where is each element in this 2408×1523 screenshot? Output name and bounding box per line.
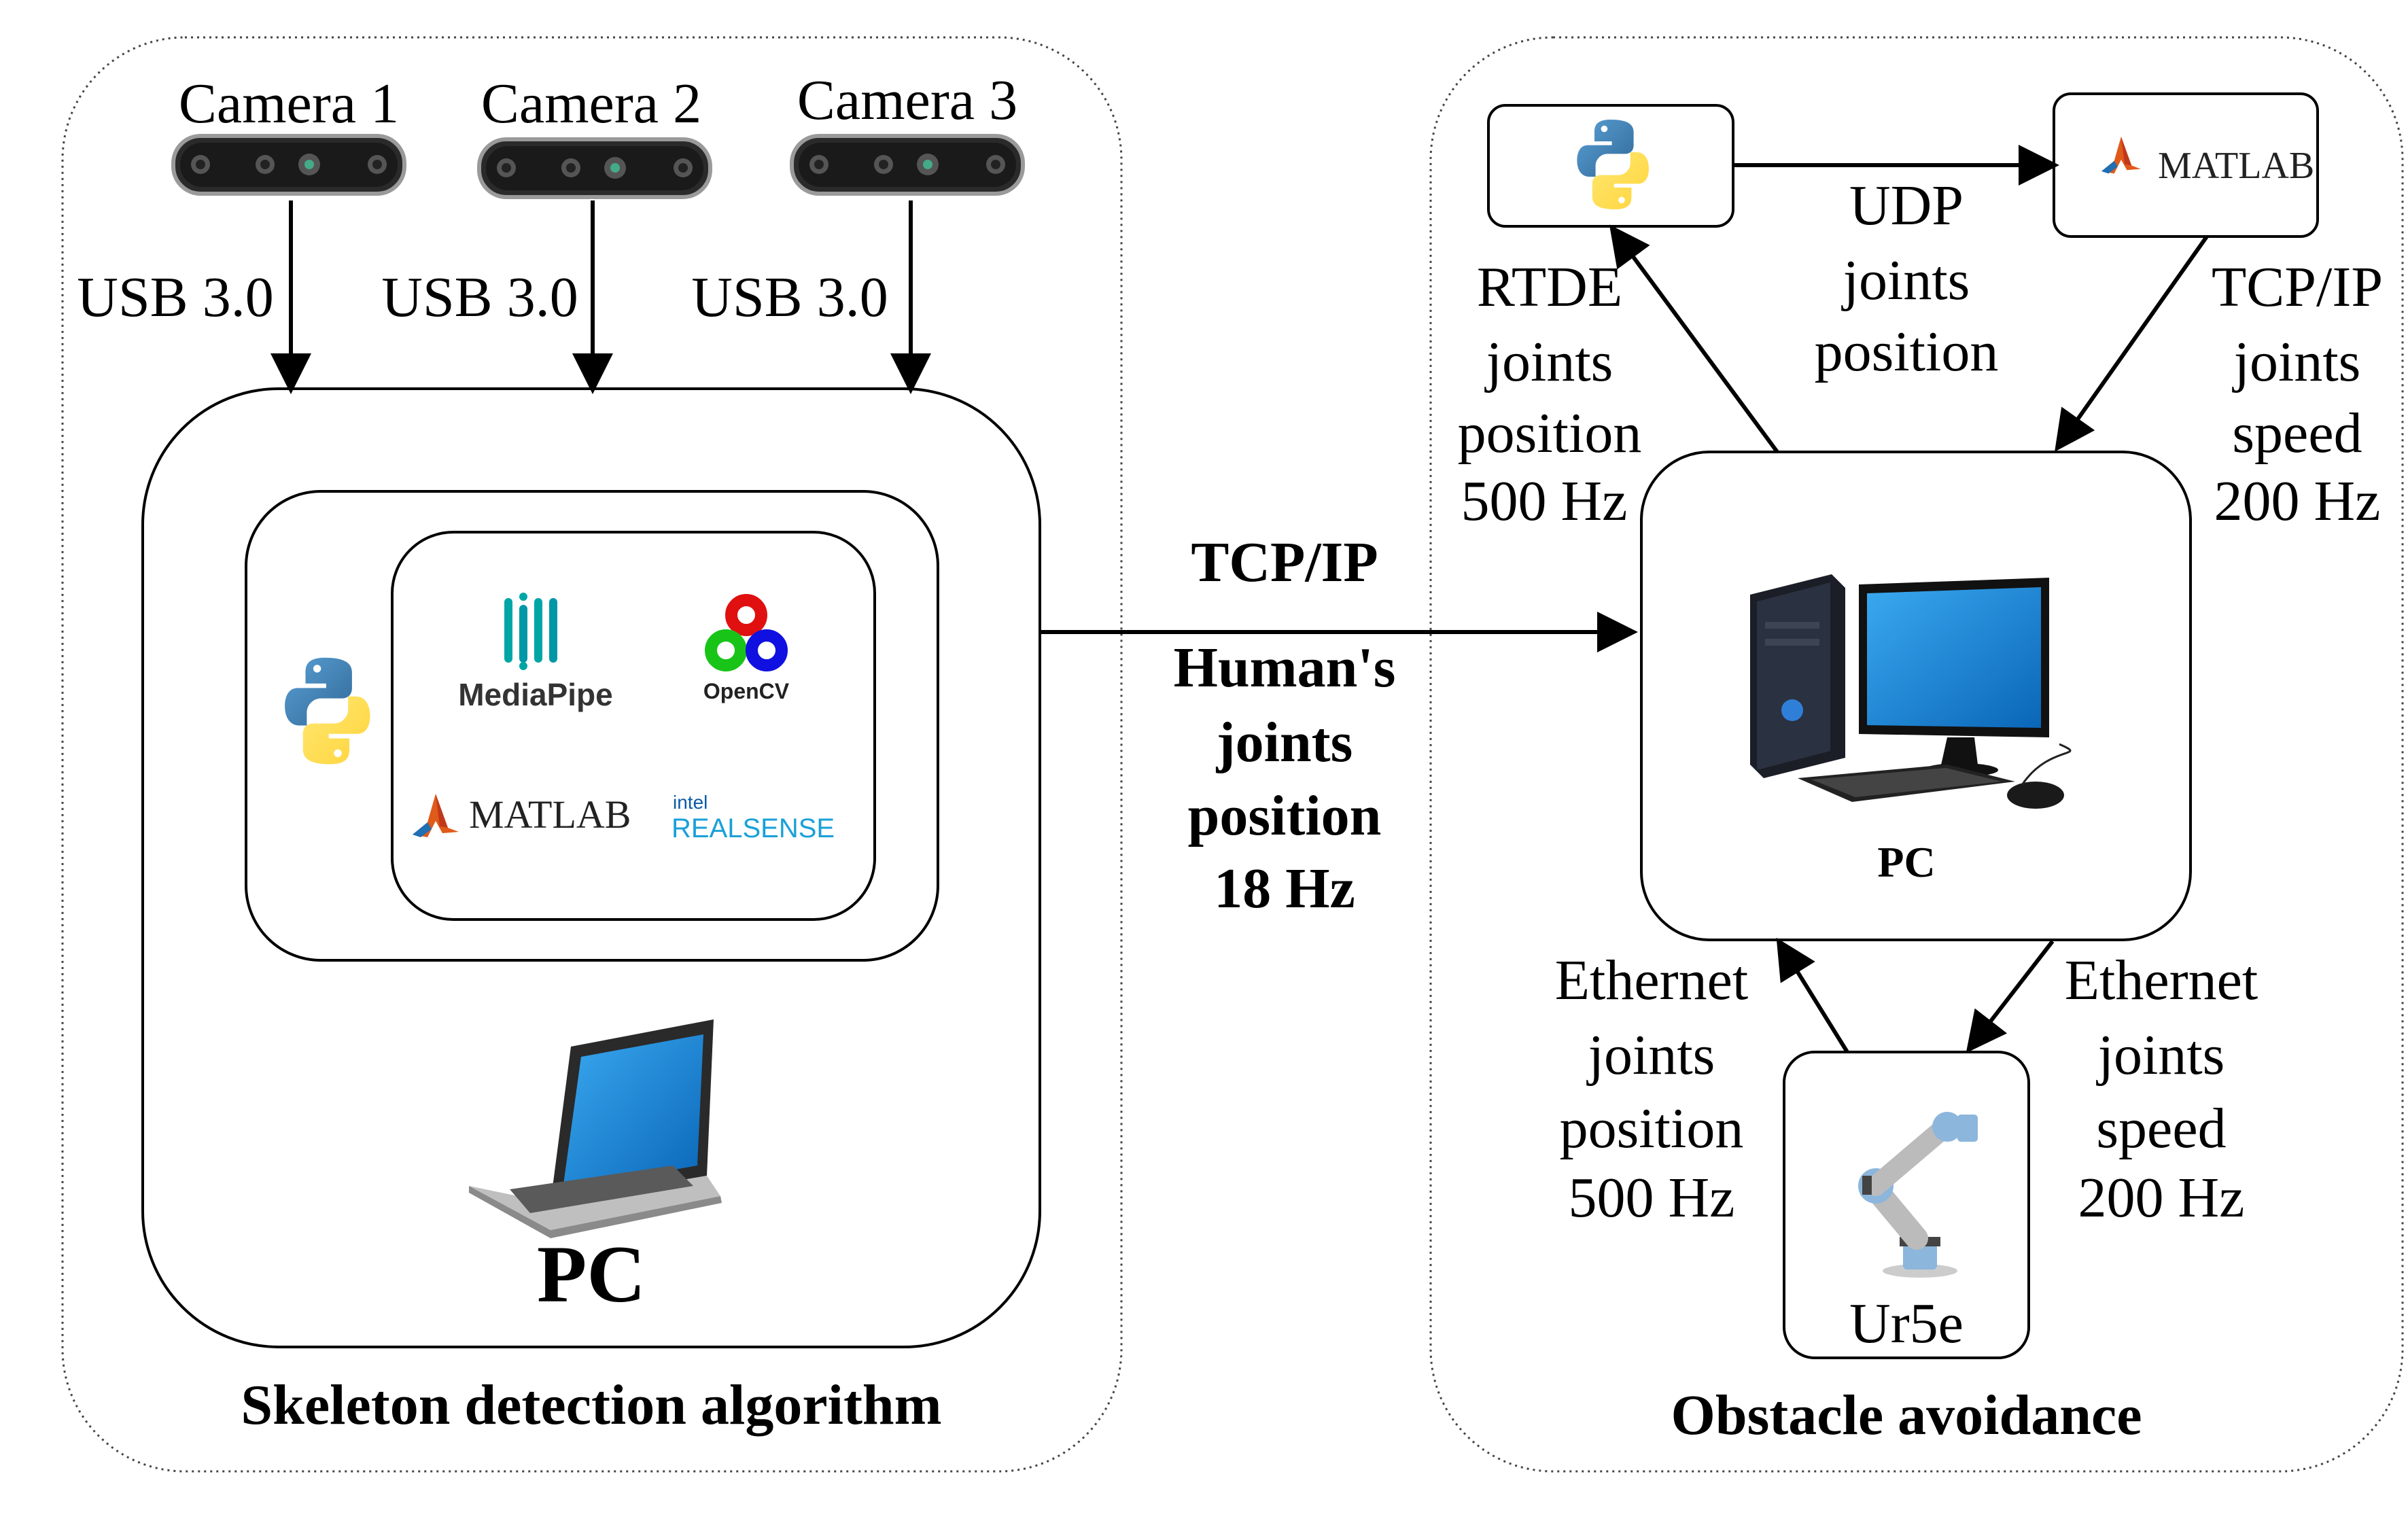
matlab-icon-left: [413, 794, 459, 837]
camera-1: Camera 1: [173, 72, 404, 194]
rtde-line-4: 500 Hz: [1461, 470, 1628, 533]
opencv-label: OpenCV: [703, 679, 790, 703]
desktop-pc-icon: [1750, 574, 2072, 809]
tcp-line-1: TCP/IP: [2212, 256, 2383, 319]
tcp-line-4: 200 Hz: [2214, 470, 2381, 533]
ethernet-position-arrow: [1776, 937, 1849, 1053]
matlab-label-left: MATLAB: [469, 792, 631, 837]
left-pc-box: [141, 387, 1041, 1348]
robot-box: [1783, 1051, 2030, 1359]
eth-right-line-2: joints: [2096, 1023, 2225, 1087]
ethernet-speed-arrow: [1966, 940, 2055, 1053]
robot-label: Ur5e: [1849, 1292, 1964, 1355]
camera-2: Camera 2: [479, 72, 710, 197]
middle-protocol-label: TCP/IP: [1191, 531, 1378, 594]
right-pc-label: PC: [1877, 838, 1935, 886]
udp-line-3: position: [1815, 320, 1999, 383]
eth-left-line-1: Ethernet: [1555, 949, 1749, 1012]
eth-left-line-2: joints: [1586, 1023, 1715, 1087]
software-inner-box: [391, 531, 876, 921]
python-icon-right: [1577, 120, 1649, 209]
eth-right-line-3: speed: [2096, 1097, 2226, 1160]
realsense-label: REALSENSE: [671, 813, 835, 843]
middle-line-4: 18 Hz: [1214, 857, 1355, 920]
laptop-icon: [469, 1019, 722, 1238]
left-panel-caption: Skeleton detection algorithm: [241, 1373, 941, 1437]
eth-left-line-4: 500 Hz: [1569, 1166, 1735, 1229]
camera-3: Camera 3: [792, 69, 1023, 194]
camera-3-label: Camera 3: [797, 69, 1017, 132]
eth-right-line-1: Ethernet: [2065, 949, 2258, 1012]
rtde-arrow: [1609, 224, 1779, 453]
middle-line-2: joints: [1216, 711, 1353, 774]
right-pc-box: [1640, 451, 2192, 941]
tcp-line-2: joints: [2232, 330, 2361, 393]
matlab-icon-right: [2101, 137, 2141, 174]
middle-line-3: position: [1188, 784, 1382, 847]
matlab-label-right: MATLAB: [2158, 145, 2314, 187]
python-icon: [285, 657, 370, 765]
ur5e-robot-icon: [1858, 1112, 1978, 1278]
rtde-line-3: position: [1458, 402, 1642, 465]
middle-line-1: Human's: [1174, 636, 1396, 699]
rtde-line-2: joints: [1484, 330, 1613, 393]
tcp-speed-arrow: [2055, 235, 2209, 452]
camera-2-label: Camera 2: [481, 72, 701, 135]
left-panel-frame: [61, 36, 1123, 1473]
left-pc-label: PC: [537, 1229, 646, 1319]
software-outer-box: [245, 490, 939, 962]
opencv-icon: [705, 594, 788, 671]
udp-line-2: joints: [1841, 249, 1970, 312]
tcp-line-3: speed: [2232, 402, 2362, 465]
usb-label-3: USB 3.0: [691, 266, 888, 329]
usb-label-2: USB 3.0: [381, 266, 578, 329]
usb-label-1: USB 3.0: [77, 266, 273, 329]
mediapipe-icon: [504, 593, 557, 670]
mediapipe-label: MediaPipe: [458, 677, 613, 712]
udp-line-1: UDP: [1849, 174, 1964, 237]
camera-1-label: Camera 1: [179, 72, 399, 135]
right-panel-caption: Obstacle avoidance: [1671, 1384, 2142, 1447]
eth-left-line-3: position: [1560, 1097, 1744, 1160]
eth-right-line-4: 200 Hz: [2078, 1166, 2245, 1229]
realsense-brand: intel: [673, 792, 708, 813]
rtde-line-1: RTDE: [1477, 256, 1622, 319]
